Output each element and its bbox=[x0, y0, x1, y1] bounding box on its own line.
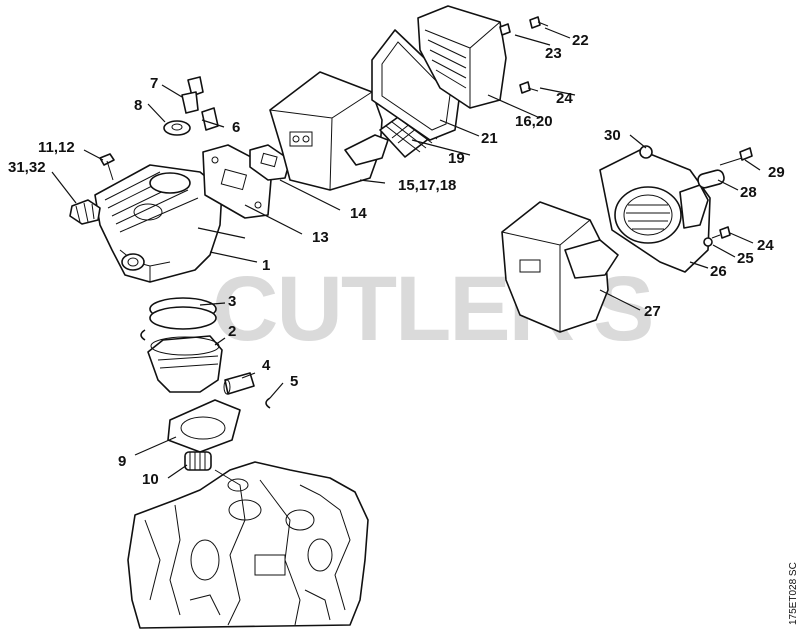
label-part-30: 30 bbox=[604, 127, 621, 144]
label-part-5: 5 bbox=[290, 373, 298, 390]
label-part-13: 13 bbox=[312, 229, 329, 246]
label-part-8: 8 bbox=[134, 97, 142, 114]
label-part-24-right: 24 bbox=[757, 237, 774, 254]
label-part-1: 1 bbox=[262, 257, 270, 274]
label-part-26: 26 bbox=[710, 263, 727, 280]
screw-11-12-drawing bbox=[99, 153, 115, 181]
muffler-cover-drawing bbox=[417, 5, 507, 109]
label-part-4: 4 bbox=[262, 357, 271, 374]
muffler-27-drawing bbox=[501, 201, 619, 333]
part-labels: 1 2 3 4 5 6 7 8 9 10 11,12 13 14 15,17,1… bbox=[8, 32, 785, 488]
label-part-3: 3 bbox=[228, 293, 236, 310]
label-part-28: 28 bbox=[740, 184, 757, 201]
fittings-6-7-8-drawing bbox=[163, 76, 219, 136]
needle-cage-drawing bbox=[184, 451, 212, 471]
decompression-valve-drawing bbox=[69, 199, 101, 225]
label-part-10: 10 bbox=[142, 471, 159, 488]
cylinder-drawing bbox=[94, 164, 223, 283]
drawing-reference: 175ET028 SC bbox=[788, 562, 799, 625]
label-part-2: 2 bbox=[228, 323, 236, 340]
muffler-housing-drawing bbox=[269, 71, 389, 191]
label-part-21: 21 bbox=[481, 130, 498, 147]
label-part-31-32: 31,32 bbox=[8, 159, 46, 176]
label-part-23: 23 bbox=[545, 45, 562, 62]
muffler-gasket-drawing bbox=[371, 29, 461, 141]
cylinder-gasket-drawing bbox=[167, 399, 241, 453]
label-part-11-12: 11,12 bbox=[38, 139, 75, 156]
piston-group-drawing bbox=[140, 297, 271, 409]
exhaust-gasket-14-drawing bbox=[249, 144, 291, 181]
label-part-7: 7 bbox=[150, 75, 158, 92]
label-part-6: 6 bbox=[232, 119, 240, 136]
label-part-15-17-18: 15,17,18 bbox=[398, 177, 456, 194]
muffler-screws-drawing bbox=[499, 16, 549, 94]
label-part-14: 14 bbox=[350, 205, 367, 222]
label-part-22: 22 bbox=[572, 32, 589, 49]
label-part-9: 9 bbox=[118, 453, 126, 470]
label-part-25: 25 bbox=[737, 250, 754, 267]
label-part-19: 19 bbox=[448, 150, 465, 167]
crankcase-drawing bbox=[127, 461, 369, 629]
label-part-29: 29 bbox=[768, 164, 785, 181]
label-part-24-top: 24 bbox=[556, 90, 573, 107]
label-part-27: 27 bbox=[644, 303, 661, 320]
leader-lines bbox=[51, 27, 761, 479]
spacer-screw-drawing bbox=[639, 145, 753, 247]
label-part-16-20: 16,20 bbox=[515, 113, 553, 130]
muffler-shell-26-drawing bbox=[599, 149, 711, 273]
